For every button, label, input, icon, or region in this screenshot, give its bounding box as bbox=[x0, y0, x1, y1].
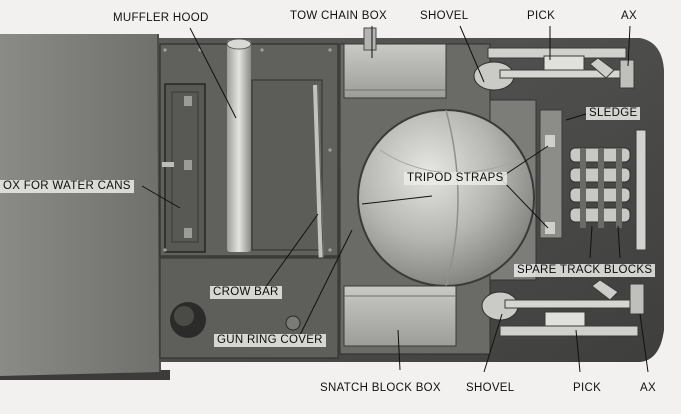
pick-top-label: PICK bbox=[527, 10, 556, 22]
sledge-label: SLEDGE bbox=[586, 107, 641, 120]
gun-ring-cover-label: GUN RING COVER bbox=[214, 334, 326, 347]
tripod-straps-label: TRIPOD STRAPS bbox=[404, 172, 507, 185]
crow-bar-label: CROW BAR bbox=[210, 286, 282, 299]
shovel-top-label: SHOVEL bbox=[420, 10, 469, 22]
shovel-bottom-label: SHOVEL bbox=[466, 382, 515, 394]
ax-bottom-label: AX bbox=[640, 382, 656, 394]
ax-top-label: AX bbox=[621, 10, 637, 22]
box-for-water-cans-label: OX FOR WATER CANS bbox=[0, 180, 134, 193]
spare-track-blocks-label: SPARE TRACK BLOCKS bbox=[514, 264, 656, 277]
muffler-hood-label: MUFFLER HOOD bbox=[113, 12, 209, 24]
snatch-block-box-label: SNATCH BLOCK BOX bbox=[320, 382, 441, 394]
pick-bottom-label: PICK bbox=[573, 382, 602, 394]
tow-chain-box-label: TOW CHAIN BOX bbox=[290, 10, 387, 22]
